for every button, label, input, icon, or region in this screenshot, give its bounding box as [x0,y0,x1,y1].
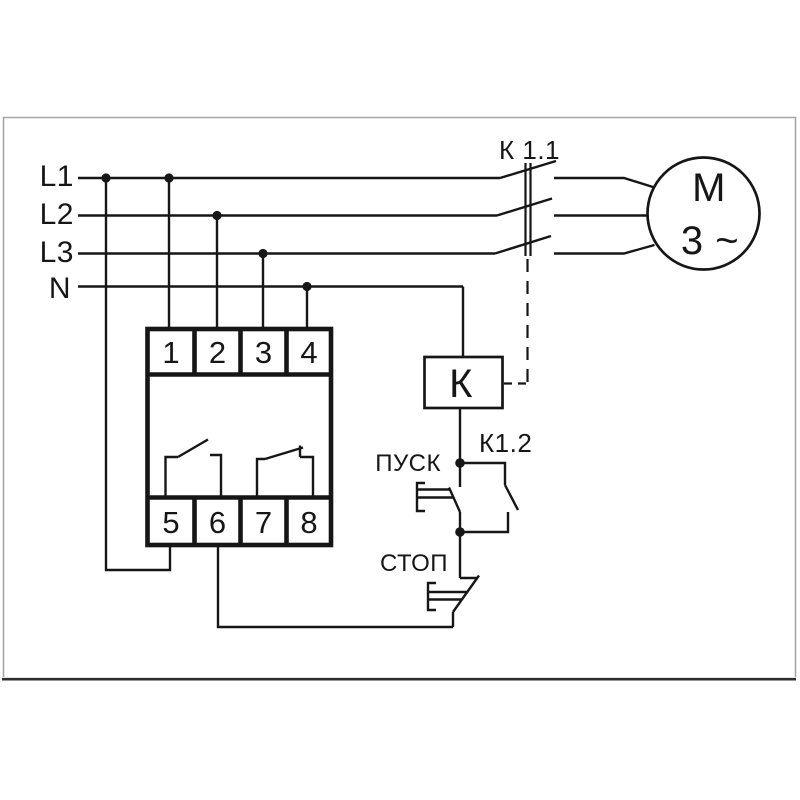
internal-contact-5-6-open [164,438,223,497]
main-contact-blade-l2 [496,197,553,217]
main-contacts-label: К 1.1 [499,135,560,165]
terminal-1: 1 [162,335,179,370]
contactor-coil: К [423,286,504,463]
contact-8-lead [300,455,315,497]
aux-contact-label: К1.2 [479,428,532,458]
motor-symbol: M 3 ~ [646,156,761,271]
start-button-label: ПУСК [375,450,441,477]
terminal-5: 5 [162,505,179,540]
terminal-2: 2 [209,335,226,370]
contact-7-8-blade [264,446,304,461]
start-contact-blade [447,487,462,513]
motor-label: M [692,166,726,210]
phase-label-l1: L1 [40,160,74,193]
frame-border [2,116,797,677]
phase-label-l3: L3 [40,236,74,269]
main-contact-blade-l1 [499,159,557,180]
coil-box [423,355,504,410]
wire-stop-to-terminal6 [216,545,453,629]
main-contacts-linkage-bars [524,163,532,256]
wire-contact-to-motor-1 [554,176,655,189]
contact-5-6-blade [177,438,209,459]
aux-contact-blade [503,484,520,511]
stop-contact-blade [452,574,480,613]
junction-l2-terminal2 [212,210,222,221]
relay-device: 1 2 3 4 5 6 7 8 [145,326,334,548]
motor-type-label: 3 ~ [681,219,739,263]
device-top-terminal-dividers [192,329,289,375]
start-button-actuator [415,481,453,513]
stop-button-actuator [426,581,467,612]
wire-l1-terminal5 [104,178,172,572]
terminal-6: 6 [209,505,226,540]
device-bottom-terminal-dividers [192,497,289,545]
junction-l3-terminal3 [258,248,268,259]
phase-label-n: N [49,272,71,305]
terminal-7: 7 [255,505,272,540]
stop-button-circuit: СТОП [216,532,480,629]
start-button-circuit: ПУСК К1.2 [375,428,532,537]
junction-l1-terminal1 [164,173,174,183]
phase-label-l2: L2 [40,198,74,231]
motor-circle [646,156,761,271]
terminal-4: 4 [300,335,317,370]
aux-contact-bottom-lead [460,512,510,534]
contact-7-lead [255,457,265,497]
supply-lines: L1 L2 L3 N [40,160,500,572]
junction-n-terminal4 [302,281,312,292]
internal-contact-7-8-closed [255,445,315,497]
diagram-frame [2,116,797,681]
terminal-3: 3 [255,335,272,370]
contact-5-lead [164,455,178,497]
contactor-main-contacts: К 1.1 [494,135,655,385]
wire-contact-to-motor-3 [554,243,655,255]
junction-l1-left [101,173,111,183]
contact-6-lead [210,453,223,497]
coil-label: К [449,362,473,406]
terminal-8: 8 [300,505,317,540]
main-contact-blade-l3 [494,234,552,255]
stop-button-label: СТОП [380,550,448,577]
aux-contact-top-lead [460,461,507,485]
